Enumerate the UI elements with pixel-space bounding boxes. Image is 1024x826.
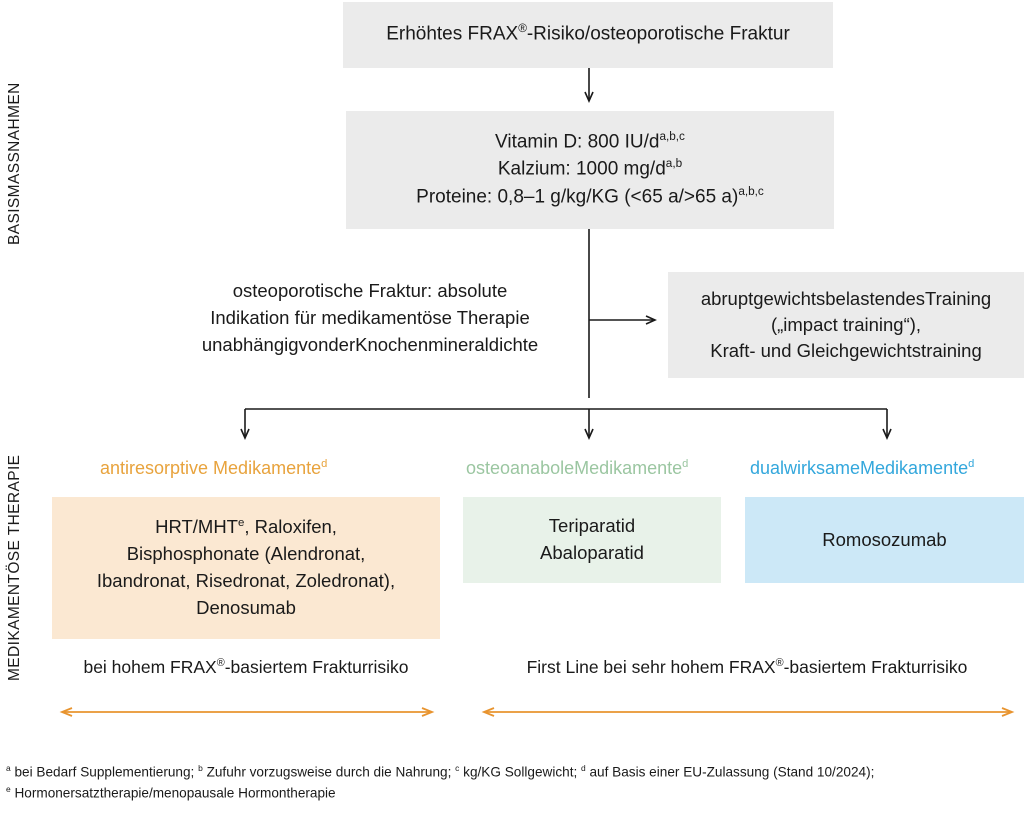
box-dual-wirksame-drugs: Romosozumab: [745, 497, 1024, 583]
footnote-ref-d-osteo: d: [682, 458, 689, 470]
training-line-2: („impact training“),: [770, 313, 922, 335]
anti-line-2: Bisphosphonate (Alendronat,: [126, 543, 366, 565]
footnote-ref-d-dual: d: [968, 458, 975, 470]
drug-raloxifen: , Raloxifen,: [244, 516, 337, 538]
base-measure-line-calcium: Kalzium: 1000 mg/da,b: [498, 156, 682, 183]
box-top-text-tail: -Risiko/osteoporotische Fraktur: [526, 23, 790, 45]
category-label-osteoanabole-text: osteoanaboleMedikamente: [466, 458, 683, 478]
footnote-marker-e: e: [6, 784, 11, 795]
section-label-medikamentoese-therapie: MEDIKAMENTÖSE THERAPIE: [6, 454, 23, 682]
base-measure-line-protein: Proteine: 0,8–1 g/kg/KG (<65 a/>65 a)a,b…: [416, 184, 764, 211]
registered-icon-right: ®: [775, 657, 784, 670]
box-base-measures: Vitamin D: 800 IU/da,b,c Kalzium: 1000 m…: [346, 111, 834, 229]
footnote-ref-d-anti: d: [321, 458, 328, 470]
risk-caption-high-text: bei hohem FRAX: [83, 657, 217, 677]
vitamin-d-dose: Vitamin D: 800 IU/d: [495, 131, 660, 153]
calcium-dose: Kalzium: 1000 mg/d: [497, 158, 666, 180]
footnote-ref-abc-2: a,b,c: [738, 184, 764, 198]
text-fracture-indication: osteoporotische Fraktur: absolute Indika…: [150, 278, 590, 358]
category-label-dual-wirksame-text: dualwirksameMedikamente: [750, 458, 969, 478]
category-label-antiresorptive-text: antiresorptive Medikamente: [100, 458, 322, 478]
box-elevated-frax-risk: Erhöhtes FRAX®-Risiko/osteoporotische Fr…: [343, 2, 833, 68]
footnote-marker-c: c: [455, 763, 460, 773]
footnote-ref-ab: a,b: [665, 157, 683, 171]
footnote-text-b: Zufuhr vorzugsweise durch die Nahrung;: [202, 764, 456, 780]
footnote-ref-e: e: [237, 517, 245, 530]
risk-caption-very-high-text: First Line bei sehr hohem FRAX: [526, 657, 776, 677]
footnote-marker-b: b: [198, 763, 203, 773]
box-top-text: Erhöhtes FRAX®-Risiko/osteoporotische Fr…: [386, 21, 790, 48]
training-line-3: Kraft- und Gleichgewichtstraining: [710, 340, 982, 362]
footnote-line-2: e Hormonersatztherapie/menopausale Hormo…: [6, 783, 1020, 804]
drug-abaloparatid: Abaloparatid: [540, 542, 644, 563]
drug-romosozumab: Romosozumab: [822, 528, 947, 550]
footnote-text-e: Hormonersatztherapie/menopausale Hormont…: [10, 785, 336, 801]
category-label-antiresorptive: antiresorptive Medikamented: [100, 458, 327, 479]
anti-line-3: Ibandronat, Risedronat, Zoledronat),: [96, 570, 396, 591]
footnotes: a bei Bedarf Supplementierung; b Zufuhr …: [6, 762, 1020, 804]
box-training-recommendations: abruptgewichtsbelastendesTraining („impa…: [668, 272, 1024, 378]
training-line-1: abruptgewichtsbelastendesTraining: [700, 287, 992, 309]
registered-icon-left: ®: [216, 657, 225, 670]
box-antiresorptive-drugs: HRT/MHTe, Raloxifen, Bisphosphonate (Ale…: [52, 497, 440, 639]
anti-line-4: Denosumab: [196, 596, 296, 618]
footnote-ref-abc: a,b,c: [659, 130, 685, 144]
risk-caption-high: bei hohem FRAX®-basiertem Frakturrisiko: [52, 657, 440, 678]
footnote-marker-a: a: [6, 763, 11, 773]
fracture-line-2: Indikation für medikamentöse Therapie: [210, 306, 530, 328]
category-label-dual-wirksame: dualwirksameMedikamented: [750, 458, 974, 479]
registered-icon: ®: [518, 22, 527, 36]
risk-caption-high-tail: -basiertem Frakturrisiko: [224, 657, 409, 677]
footnote-marker-d: d: [581, 763, 586, 773]
anti-line-1: HRT/MHTe, Raloxifen,: [155, 514, 337, 541]
drug-teriparatid: Teriparatid: [548, 515, 636, 537]
fracture-line-3: unabhängigvonderKnochenmineraldichte: [201, 333, 539, 355]
box-top-text-main: Erhöhtes FRAX: [386, 23, 519, 45]
footnote-text-d: auf Basis einer EU-Zulassung (Stand 10/2…: [585, 764, 875, 780]
risk-caption-very-high: First Line bei sehr hohem FRAX®-basierte…: [470, 657, 1024, 678]
drug-hrt-mht: HRT/MHT: [155, 516, 238, 538]
footnote-text-a: bei Bedarf Supplementierung;: [10, 764, 199, 780]
risk-caption-very-high-tail: -basiertem Frakturrisiko: [783, 657, 968, 677]
base-measure-line-vitamin-d: Vitamin D: 800 IU/da,b,c: [495, 129, 685, 156]
category-label-osteoanabole: osteoanaboleMedikamented: [466, 458, 688, 479]
footnote-line-1: a bei Bedarf Supplementierung; b Zufuhr …: [6, 762, 1020, 783]
fracture-line-1: osteoporotische Fraktur: absolute: [232, 280, 508, 301]
protein-dose: Proteine: 0,8–1 g/kg/KG (<65 a/>65 a): [416, 185, 739, 207]
box-osteoanabole-drugs: Teriparatid Abaloparatid: [463, 497, 721, 583]
section-label-basismassnahmen: BASISMASSNAHMEN: [6, 82, 23, 245]
footnote-text-c: kg/KG Sollgewicht;: [459, 764, 582, 780]
